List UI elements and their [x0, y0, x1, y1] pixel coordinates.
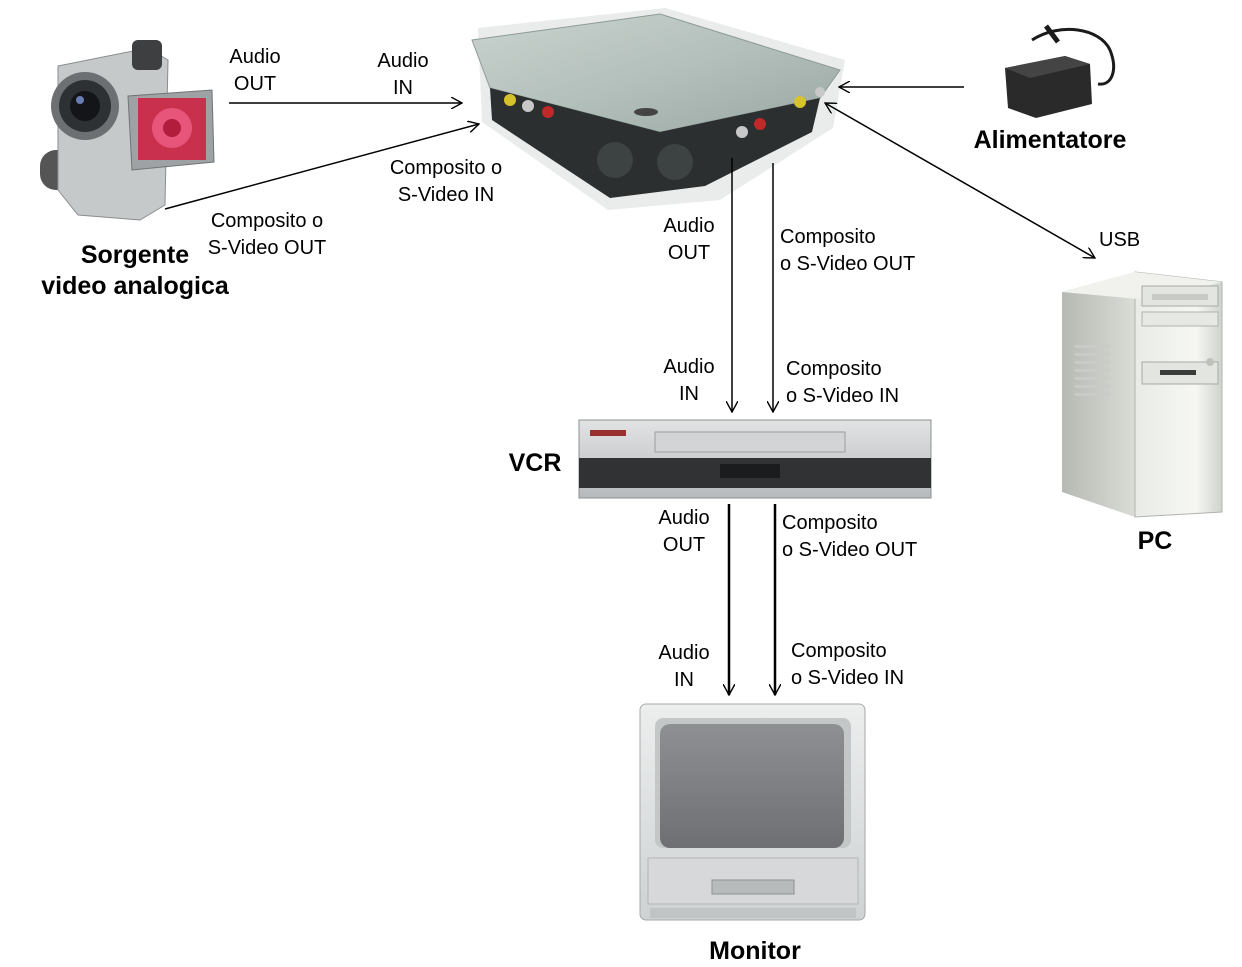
pc-title: PC	[1137, 527, 1173, 555]
camcorder-image	[40, 40, 215, 221]
power-adapter-title: Alimentatore	[973, 126, 1127, 154]
vcr-title: VCR	[508, 449, 562, 477]
connection-arrows	[164, 87, 1095, 695]
monitor-image	[639, 703, 866, 921]
arrow-cam-video-to-box	[164, 124, 479, 210]
power-adapter-image	[1005, 24, 1115, 118]
usb-label: USB	[1099, 229, 1141, 251]
monitor-title: Monitor	[709, 937, 801, 965]
pc-tower-image	[1062, 271, 1223, 518]
capture-device-image	[471, 8, 845, 210]
vcr-image	[578, 419, 932, 499]
arrow-usb-box-pc	[825, 103, 1095, 258]
